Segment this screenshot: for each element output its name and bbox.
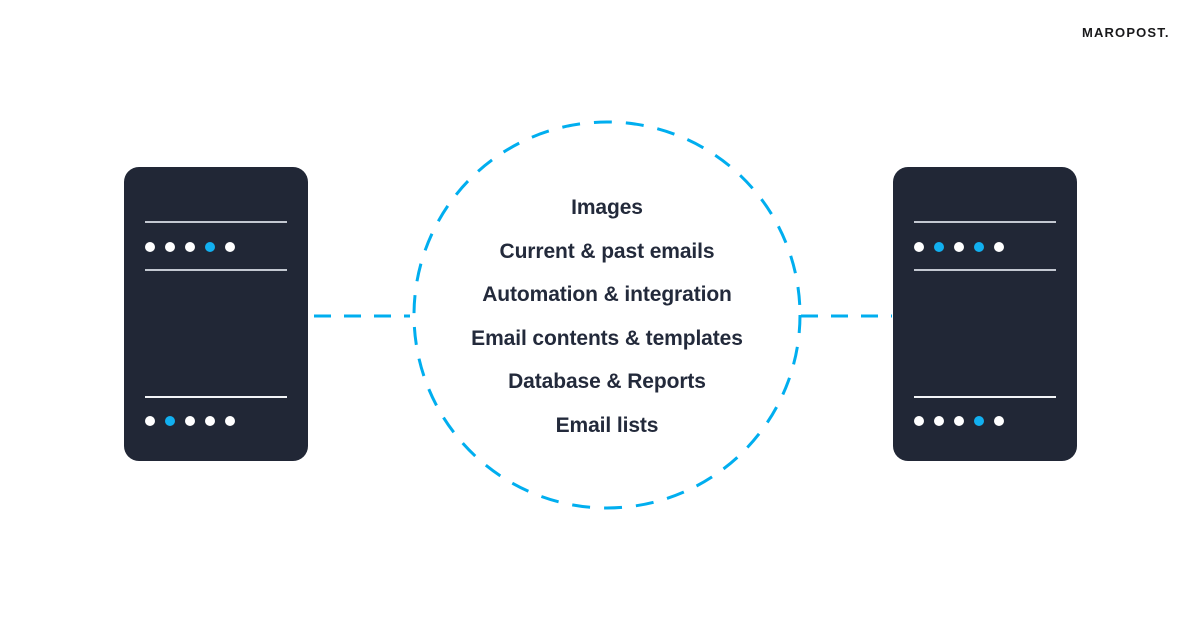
- target-bottom-dot-row: [914, 416, 1004, 426]
- status-dot: [954, 416, 964, 426]
- migration-item-list: Images Current & past emails Automation …: [411, 186, 803, 447]
- status-dot-active: [165, 416, 175, 426]
- source-rule-top: [145, 221, 287, 223]
- source-top-dot-row: [145, 242, 235, 252]
- status-dot: [954, 242, 964, 252]
- migration-item-images: Images: [571, 196, 643, 219]
- target-rule-top: [914, 221, 1056, 223]
- migration-item-email-lists: Email lists: [555, 413, 659, 437]
- source-bottom-dot-row: [145, 416, 235, 426]
- maropost-logo: MAROPOST.: [1082, 25, 1170, 40]
- target-rule-bottom: [914, 396, 1056, 398]
- status-dot: [225, 242, 235, 252]
- status-dot: [225, 416, 235, 426]
- status-dot: [994, 416, 1004, 426]
- status-dot-active: [934, 242, 944, 252]
- status-dot: [205, 416, 215, 426]
- target-top-dot-row: [914, 242, 1004, 252]
- status-dot: [165, 242, 175, 252]
- target-rule-mid: [914, 269, 1056, 271]
- target-server-card: [893, 167, 1077, 461]
- status-dot: [145, 416, 155, 426]
- status-dot-active: [974, 416, 984, 426]
- status-dot: [914, 416, 924, 426]
- status-dot: [994, 242, 1004, 252]
- status-dot: [185, 416, 195, 426]
- status-dot-active: [205, 242, 215, 252]
- source-rule-bottom: [145, 396, 287, 398]
- migration-item-current-past-emails: Current & past emails: [499, 239, 715, 263]
- migration-item-database-reports: Database & Reports: [508, 370, 706, 393]
- migration-item-email-contents-templates: Email contents & templates: [471, 326, 743, 350]
- status-dot: [914, 242, 924, 252]
- status-dot-active: [974, 242, 984, 252]
- source-rule-mid: [145, 269, 287, 271]
- source-server-card: [124, 167, 308, 461]
- migration-item-automation-integration: Automation & integration: [482, 283, 732, 306]
- status-dot: [934, 416, 944, 426]
- status-dot: [145, 242, 155, 252]
- status-dot: [185, 242, 195, 252]
